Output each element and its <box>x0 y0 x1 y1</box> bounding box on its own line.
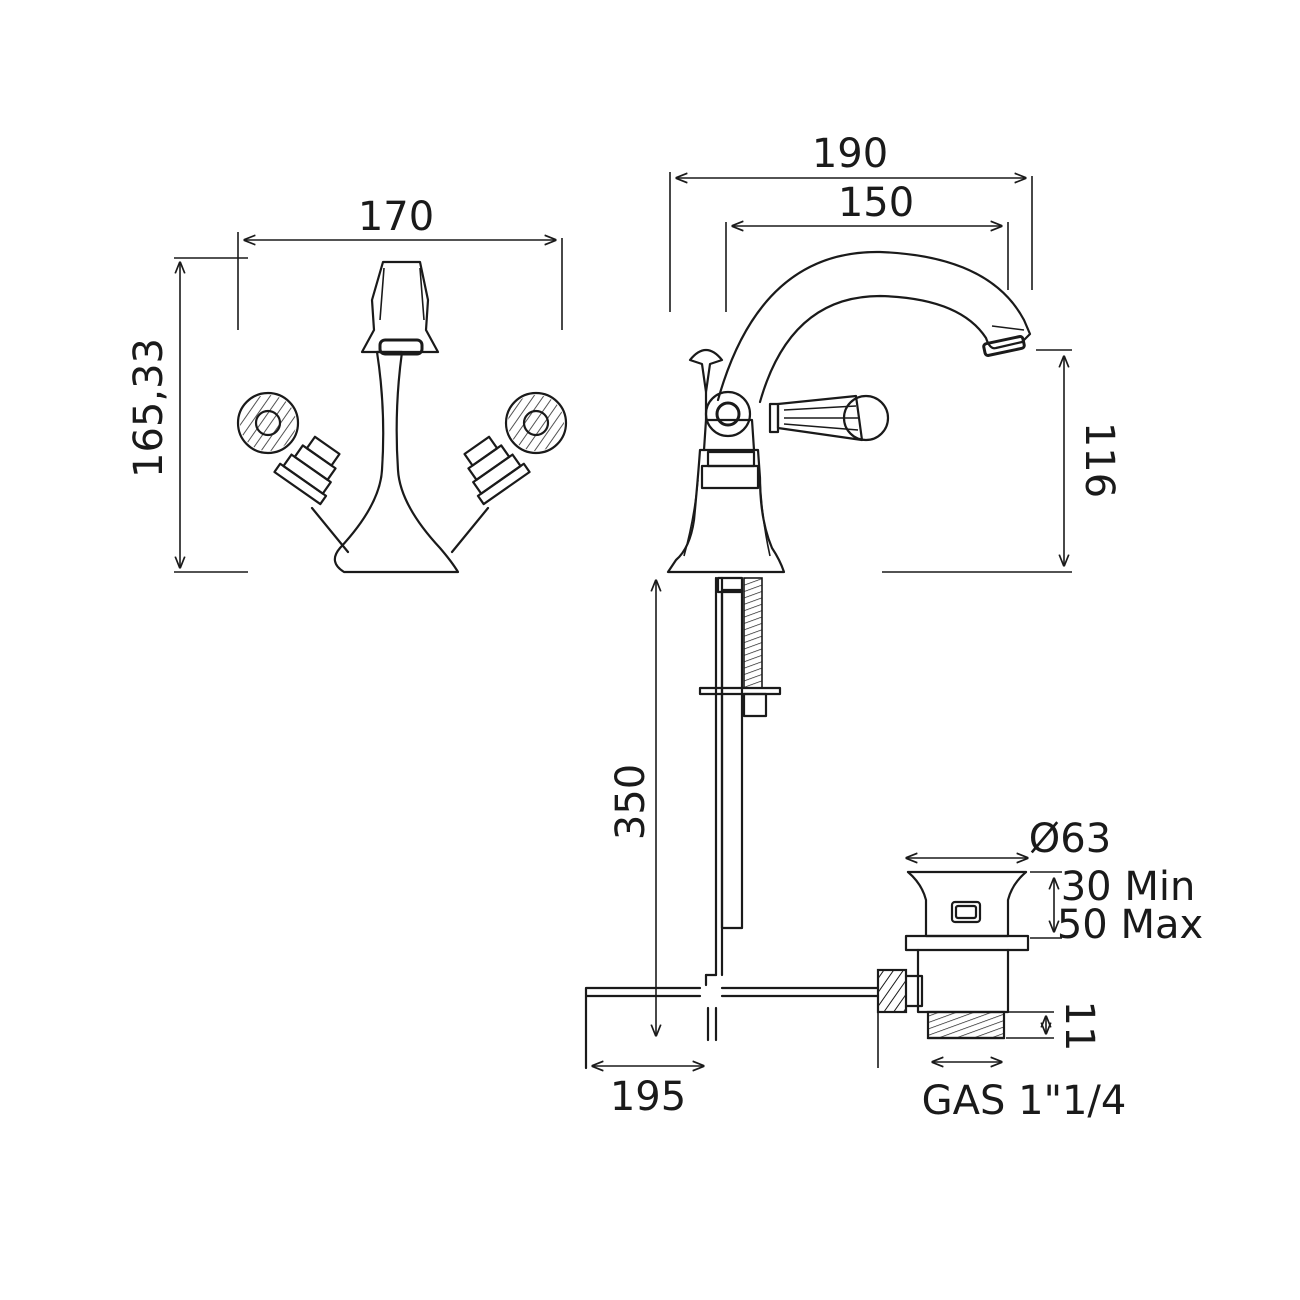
side-threaded-stud <box>743 577 763 689</box>
waste-slot <box>950 900 982 924</box>
side-neck <box>702 418 756 452</box>
side-washer <box>698 686 782 696</box>
waste-assembly: 195 Ø63 30 Min 50 Max 11 GAS 1"1/4 <box>584 816 1203 1124</box>
front-right-handle <box>463 391 568 506</box>
side-nut <box>716 576 744 594</box>
side-lever-crystal <box>842 394 890 442</box>
dim-thread-size: GAS 1"1/4 <box>922 1078 1127 1124</box>
dim-front-width: 170 <box>358 194 434 240</box>
waste-side-boss <box>904 974 924 1008</box>
side-fix-nut <box>742 692 768 718</box>
dim-thread-height: 11 <box>1056 1001 1102 1052</box>
side-lift-knob <box>688 348 724 394</box>
front-spout-facets <box>379 267 425 321</box>
side-handle-hub-inner <box>715 401 741 427</box>
dim-waste-min: 30 Min <box>1061 864 1196 910</box>
dim-waste-max: 50 Max <box>1057 902 1203 948</box>
dim-spout-height: 116 <box>1076 422 1122 498</box>
front-aerator <box>378 338 424 356</box>
lever-rod-right <box>720 986 880 998</box>
dim-waste-diameter: Ø63 <box>1029 816 1111 862</box>
dim-rod-length: 350 <box>608 764 654 840</box>
waste-thread <box>926 1010 1006 1040</box>
waste-slot-inner <box>954 904 978 920</box>
dim-front-height: 165,33 <box>126 338 172 478</box>
waste-side-nut <box>876 968 908 1014</box>
waste-flange-cup <box>906 870 1028 938</box>
side-handle-hub <box>704 390 752 438</box>
lever-rod-left <box>584 986 702 1070</box>
dim-spout-reach: 150 <box>838 180 914 226</box>
front-view: 170 165,33 <box>126 194 568 574</box>
side-collar-1 <box>706 450 756 468</box>
side-body-inner <box>683 479 771 557</box>
front-base-arms <box>310 506 490 554</box>
side-lever-flange <box>768 402 780 434</box>
side-spout <box>716 250 1032 404</box>
front-spout-head <box>360 260 440 354</box>
front-left-handle <box>236 391 341 506</box>
side-spout-tip-line <box>991 325 1025 331</box>
side-pull-rod <box>720 588 744 930</box>
side-body-outline <box>666 448 786 574</box>
side-view: 190 150 116 350 <box>608 131 1122 1036</box>
front-body-outline <box>333 350 460 574</box>
side-collar-2 <box>700 464 760 490</box>
side-aerator <box>982 335 1026 357</box>
side-lever-facets <box>783 405 859 431</box>
dim-total-reach: 190 <box>812 131 888 177</box>
dim-lever-length: 195 <box>610 1074 686 1120</box>
waste-body <box>916 948 1010 1014</box>
waste-ring <box>904 934 1030 952</box>
